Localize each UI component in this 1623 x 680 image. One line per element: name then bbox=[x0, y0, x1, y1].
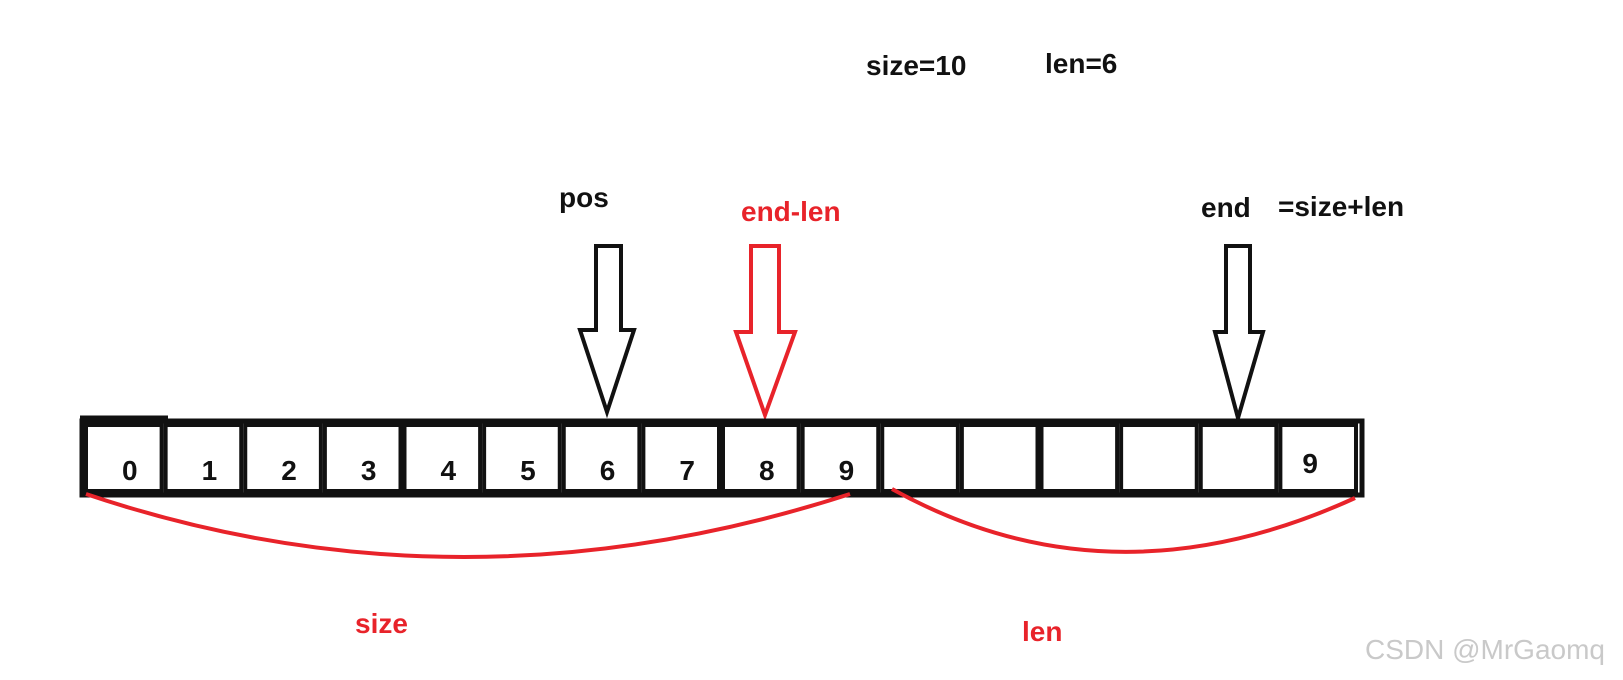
array-cell bbox=[84, 423, 164, 493]
array-cell-label: 2 bbox=[281, 455, 297, 486]
len-brace bbox=[891, 487, 1356, 554]
array-cell bbox=[561, 423, 642, 493]
array-outline bbox=[79, 418, 1365, 498]
array-cells: 0 1 2 3 4 5 6 7 8 9 9 bbox=[84, 423, 1358, 493]
end-minus-len-label: end-len bbox=[741, 196, 841, 227]
array-cell-label: 1 bbox=[202, 455, 218, 486]
array-cell bbox=[402, 423, 483, 493]
array-cell-label: 0 bbox=[122, 455, 138, 486]
pos-label: pos bbox=[559, 182, 609, 213]
array-cell-label: 9 bbox=[1302, 448, 1318, 479]
array-cell-label: 4 bbox=[441, 455, 457, 486]
array-cell bbox=[800, 423, 881, 493]
array-cell bbox=[641, 423, 721, 493]
array-cell-label: 7 bbox=[679, 455, 695, 486]
array-cell-label: 3 bbox=[361, 455, 377, 486]
array-cell bbox=[482, 423, 562, 493]
pos-arrow bbox=[577, 244, 637, 419]
array-cell bbox=[721, 423, 801, 493]
array-cell bbox=[322, 423, 403, 493]
array-cell-label: 6 bbox=[600, 455, 616, 486]
array-cell bbox=[1039, 423, 1120, 493]
array-cell-label: 5 bbox=[520, 455, 536, 486]
array-cell bbox=[1278, 423, 1358, 493]
end-arrow bbox=[1212, 244, 1266, 426]
array-cell-label: 8 bbox=[759, 455, 775, 486]
array-cell bbox=[880, 423, 960, 493]
array-cell bbox=[163, 423, 244, 493]
array-cell bbox=[1119, 423, 1199, 493]
size-equation: size=10 bbox=[866, 50, 967, 81]
array-cell-label: 9 bbox=[839, 455, 855, 486]
size-brace bbox=[85, 492, 851, 559]
size-brace-label: size bbox=[355, 608, 408, 639]
array-cell bbox=[959, 423, 1040, 493]
array-cell bbox=[1198, 423, 1279, 493]
len-brace-label: len bbox=[1022, 616, 1063, 647]
end-formula-label: =size+len bbox=[1278, 191, 1405, 222]
end-label: end bbox=[1201, 192, 1251, 223]
end-minus-len-arrow bbox=[733, 244, 798, 421]
csdn-watermark: CSDN @MrGaomq bbox=[1364, 634, 1605, 665]
array-cell bbox=[243, 423, 323, 493]
len-equation: len=6 bbox=[1045, 48, 1118, 79]
